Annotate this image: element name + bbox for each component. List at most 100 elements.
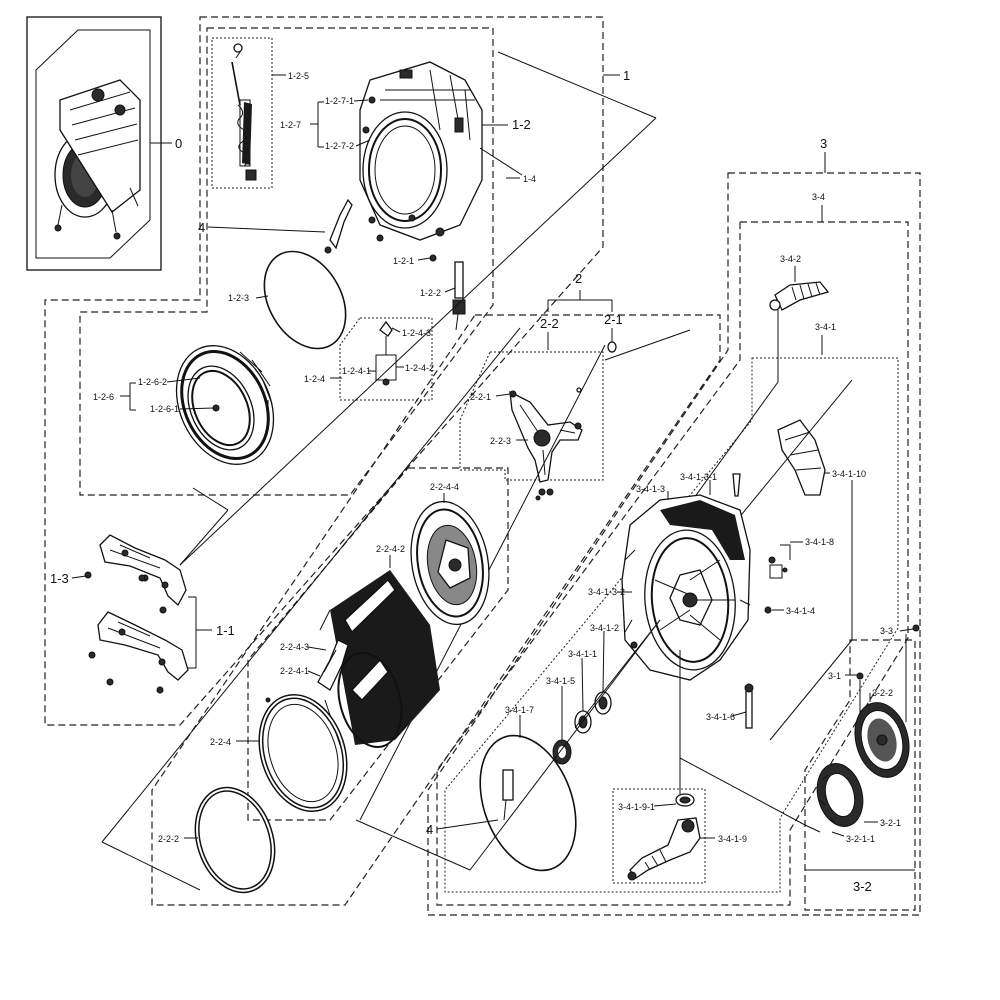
group-1-outline [44,16,604,726]
label-2-1: 2-1 [604,312,623,327]
label-3-2-1: 3-2-1 [880,818,901,828]
label-1-4: 1-4 [523,174,536,184]
label-3-4-2: 3-4-2 [780,254,801,264]
group-3-2-outline [804,639,916,911]
label-3-4-1-6: 3-4-1-6 [706,712,735,722]
label-2-2-4: 2-2-4 [210,737,231,747]
part-3-2-1-stator [816,763,864,827]
part-4-top-clamp [324,198,353,254]
label-3-3: 3-3 [880,626,893,636]
label-1-2-4-1: 1-2-4-1 [342,366,371,376]
part-1-2-3-ring [263,250,347,350]
part-1-2-tub-front [359,61,483,242]
label-1-2-1: 1-2-1 [393,256,414,266]
label-3-4-1-9: 3-4-1-9 [718,834,747,844]
label-0: 0 [175,136,182,151]
part-1-1-bracket-upper [99,534,187,607]
label-1-2-7-1: 1-2-7-1 [325,96,354,106]
part-1-2-4-sensor [375,320,397,386]
part-3-4-1-10-cover [777,419,826,496]
label-1-2-4: 1-2-4 [304,374,325,384]
part-1-2-5-spring [231,43,257,181]
label-3-1: 3-1 [828,671,841,681]
label-3-4-1: 3-4-1 [815,322,836,332]
part-1-2-6-door-frame [175,345,275,465]
label-3-2-2: 3-2-2 [872,688,893,698]
label-3-2: 3-2 [853,879,872,894]
label-1-2-4-2: 1-2-4-2 [405,363,434,373]
part-3-2-2-rotor [854,702,910,778]
part-2-1-seal [607,341,617,353]
label-2: 2 [575,271,582,286]
label-2-2-4-3: 2-2-4-3 [280,642,309,652]
label-1-3: 1-3 [50,571,69,586]
label-3-4-1-3-1: 3-4-1-3-1 [680,472,717,482]
label-1-2-7-2: 1-2-7-2 [325,141,354,151]
label-4-top: 4 [198,220,205,235]
part-2-2-3-spider [509,390,583,501]
part-2-2-4-2-drum [319,570,440,749]
group-1-2-outline [79,27,494,496]
label-2-2: 2-2 [540,316,559,331]
label-1-1: 1-1 [216,623,235,638]
label-3-4-1-4: 3-4-1-4 [786,606,815,616]
part-3-4-1-3-rear-tub [621,494,751,681]
label-1-2-3-text: 1-2-3 [228,293,249,303]
assembly-0-box: 0 [26,16,182,271]
label-1-2-2: 1-2-2 [420,288,441,298]
group-2-outline-outer [151,314,721,906]
label-3-4: 3-4 [812,192,825,202]
part-2-2-4-4-drum-back [410,500,490,626]
part-3-4-1-9-drain-hose [627,817,701,881]
group-3-4-outline [436,221,909,906]
label-2-2-4-2: 2-2-4-2 [376,544,405,554]
label-1-2-6-2: 1-2-6-2 [138,377,167,387]
part-4-bottom-bolt [502,769,514,821]
group-3-4-1-outline [444,357,899,893]
label-3-4-1-10: 3-4-1-10 [832,469,866,479]
label-2-2-4-4: 2-2-4-4 [430,482,459,492]
label-3-4-1-8: 3-4-1-8 [805,537,834,547]
label-3-4-1-2: 3-4-1-2 [590,623,619,633]
label-1-2-4-3: 1-2-4-3 [402,328,431,338]
label-1-2-6: 1-2-6 [93,392,114,402]
label-2-2-3: 2-2-3 [490,436,511,446]
box-1-2-5 [211,37,273,189]
label-3-4-1-3: 3-4-1-3 [636,484,665,494]
group-2-2-outline [459,351,604,481]
label-3-4-1-7: 3-4-1-7 [505,705,534,715]
box-1-2-4 [339,317,433,401]
part-3-4-1-7-gasket [479,734,577,872]
label-2-2-1: 2-2-1 [470,392,491,402]
label-3-2-1-1: 3-2-1-1 [846,834,875,844]
part-1-1-bracket-lower [97,611,189,681]
group-3-outline [427,172,921,916]
label-1: 1 [623,68,630,83]
part-3-4-2-hose [769,281,830,311]
label-1-2-6-1: 1-2-6-1 [150,404,179,414]
label-3-4-1-9-1: 3-4-1-9-1 [618,802,655,812]
part-2-2-4-3-lifter [317,639,349,691]
label-1-2: 1-2 [512,117,531,132]
label-3-4-1-3-2: 3-4-1-3-2 [588,587,625,597]
label-3: 3 [820,136,827,151]
label-2-2-2: 2-2-2 [158,834,179,844]
part-3-4-1-8-sensor [768,556,788,579]
part-3-4-1-3-1-bolt [732,473,741,497]
assembly-0-thumbnail [35,29,151,259]
label-3-4-1-5: 3-4-1-5 [546,676,575,686]
label-1-2-7: 1-2-7 [280,120,301,130]
part-3-4-1-4-screw [764,606,772,614]
group-2-outline-inner [247,467,509,821]
label-3-4-1-1: 3-4-1-1 [568,649,597,659]
part-3-4-1-9-1-cap [675,793,695,807]
label-4-bottom: 4 [426,822,433,837]
part-2-2-2-balancer-ring [194,786,276,894]
label-1-2-5: 1-2-5 [288,71,309,81]
label-2-2-4-1: 2-2-4-1 [280,666,309,676]
part-1-2-2-bolt [452,261,466,331]
part-3-4-1-6-bolt [744,683,754,729]
part-2-2-4-drum-front-ring [258,693,348,813]
